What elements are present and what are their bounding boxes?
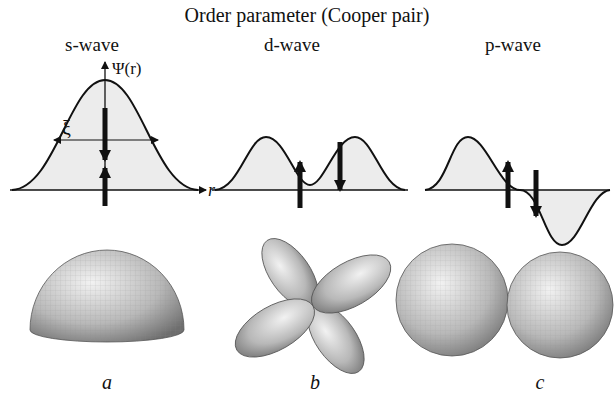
spin-down xyxy=(103,108,108,160)
axis-label: Ψ(r) xyxy=(112,60,142,77)
spin-down xyxy=(534,170,539,216)
wave-label: s-wave xyxy=(65,35,119,54)
wave-label: p-wave xyxy=(485,35,541,54)
r-axis xyxy=(10,189,206,190)
xi-arrow xyxy=(106,139,158,140)
panel-letter: a xyxy=(102,372,112,392)
spin-down xyxy=(338,142,343,190)
axis-label: r xyxy=(208,181,215,199)
s-orbital xyxy=(30,250,184,342)
xi-label: ξ xyxy=(62,118,71,138)
xi-arrow xyxy=(54,139,104,140)
wave-fill xyxy=(425,137,610,245)
title: Order parameter (Cooper pair) xyxy=(185,5,430,25)
wave-fill xyxy=(215,137,405,190)
wave-label: d-wave xyxy=(264,35,320,54)
spin-up xyxy=(506,162,511,208)
p-orbital xyxy=(396,244,613,358)
wave-curve xyxy=(215,137,405,190)
panel-letter: c xyxy=(536,372,545,392)
baseline xyxy=(425,189,610,190)
baseline xyxy=(212,189,408,190)
panel-letter: b xyxy=(310,372,320,392)
spin-up xyxy=(298,162,303,208)
spin-up xyxy=(103,168,108,206)
d-orbital xyxy=(226,229,400,383)
wave-curve xyxy=(425,137,610,245)
